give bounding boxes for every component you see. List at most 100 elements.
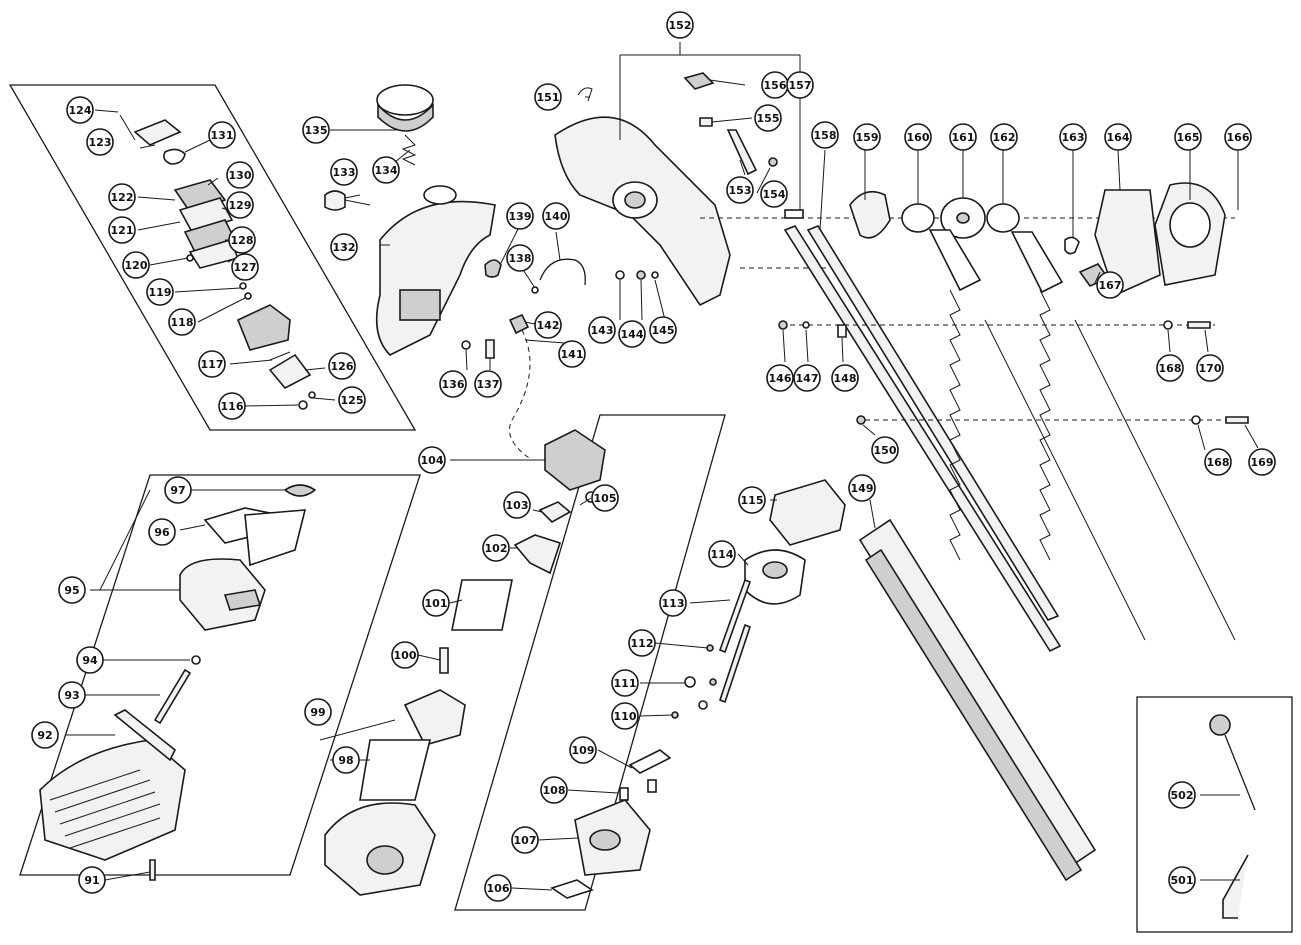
callout-circle — [738, 486, 766, 514]
callout-circle — [611, 669, 639, 697]
callout-112: 112 — [628, 629, 656, 657]
callout-circle — [811, 121, 839, 149]
starter-parts — [550, 479, 846, 899]
callout-circle — [168, 308, 196, 336]
callout-125: 125 — [338, 386, 366, 414]
callout-number: 122 — [111, 191, 134, 204]
callout-circle — [611, 702, 639, 730]
callout-number: 168 — [1159, 362, 1182, 375]
callout-circle — [218, 392, 246, 420]
callout-circle — [760, 180, 788, 208]
callout-circle — [871, 436, 899, 464]
callout-number: 167 — [1099, 279, 1122, 292]
callout-150: 150 — [871, 436, 899, 464]
carburetor-parts — [119, 114, 316, 410]
callout-circle — [848, 474, 876, 502]
callout-number: 131 — [211, 129, 234, 142]
callout-139: 139 — [506, 202, 534, 230]
callout-number: 129 — [229, 199, 252, 212]
callout-circle — [108, 216, 136, 244]
callout-165: 165 — [1174, 123, 1202, 151]
callout-number: 96 — [154, 526, 170, 539]
callout-circle — [482, 534, 510, 562]
callout-number: 134 — [375, 164, 398, 177]
callout-105: 105 — [591, 484, 619, 512]
callout-circle — [76, 646, 104, 674]
callout-number: 95 — [64, 584, 79, 597]
callout-138: 138 — [506, 244, 534, 272]
engine-center-parts — [451, 429, 606, 631]
callout-110: 110 — [611, 702, 639, 730]
callout-100: 100 — [391, 641, 419, 669]
callout-159: 159 — [853, 123, 881, 151]
callout-number: 92 — [37, 729, 52, 742]
callout-104: 104 — [418, 446, 446, 474]
callout-circle — [754, 104, 782, 132]
callout-circle — [506, 244, 534, 272]
callout-162: 162 — [990, 123, 1018, 151]
callout-circle — [1248, 448, 1276, 476]
callout-circle — [1104, 123, 1132, 151]
callout-133: 133 — [330, 158, 358, 186]
callout-164: 164 — [1104, 123, 1132, 151]
callout-number: 145 — [652, 324, 675, 337]
callout-number: 107 — [514, 834, 537, 847]
callout-circle — [484, 874, 512, 902]
callout-circle — [208, 121, 236, 149]
callout-number: 109 — [572, 744, 595, 757]
callout-167: 167 — [1096, 271, 1124, 299]
callout-143: 143 — [588, 316, 616, 344]
callout-102: 102 — [482, 534, 510, 562]
callout-circle — [666, 11, 694, 39]
callout-number: 105 — [594, 492, 617, 505]
callout-127: 127 — [231, 253, 259, 281]
callout-circle — [766, 364, 794, 392]
callout-circle — [534, 311, 562, 339]
callout-number: 104 — [421, 454, 444, 467]
callout-106: 106 — [484, 874, 512, 902]
callout-number: 160 — [907, 131, 930, 144]
callout-circle — [66, 96, 94, 124]
callout-circle — [391, 641, 419, 669]
callout-109: 109 — [569, 736, 597, 764]
callout-circle — [58, 681, 86, 709]
callout-124: 124 — [66, 96, 94, 124]
callout-number: 125 — [341, 394, 364, 407]
callout-168: 168 — [1204, 448, 1232, 476]
callout-98: 98 — [332, 746, 360, 774]
callout-circle — [1156, 354, 1184, 382]
callout-circle — [31, 721, 59, 749]
callout-circle — [148, 518, 176, 546]
callout-circle — [1204, 448, 1232, 476]
callout-number: 150 — [874, 444, 897, 457]
callout-119: 119 — [146, 278, 174, 306]
callout-103: 103 — [503, 491, 531, 519]
callout-130: 130 — [226, 161, 254, 189]
callout-circle — [649, 316, 677, 344]
callout-121: 121 — [108, 216, 136, 244]
callout-134: 134 — [372, 156, 400, 184]
callout-97: 97 — [164, 476, 192, 504]
callout-circle — [831, 364, 859, 392]
callout-number: 121 — [111, 224, 134, 237]
callout-circle — [332, 746, 360, 774]
callout-169: 169 — [1248, 448, 1276, 476]
callout-number: 138 — [509, 252, 532, 265]
callout-120: 120 — [122, 251, 150, 279]
callout-number: 99 — [310, 706, 325, 719]
callout-circle — [506, 202, 534, 230]
callout-circle — [164, 476, 192, 504]
callout-number: 164 — [1107, 131, 1130, 144]
callout-number: 169 — [1251, 456, 1274, 469]
callout-number: 157 — [789, 79, 812, 92]
callout-number: 97 — [170, 484, 185, 497]
callout-circle — [511, 826, 539, 854]
callout-circle — [1224, 123, 1252, 151]
callout-circle — [503, 491, 531, 519]
callout-circle — [108, 183, 136, 211]
callout-number: 146 — [769, 372, 792, 385]
callout-circle — [1096, 271, 1124, 299]
callout-number: 139 — [509, 210, 532, 223]
